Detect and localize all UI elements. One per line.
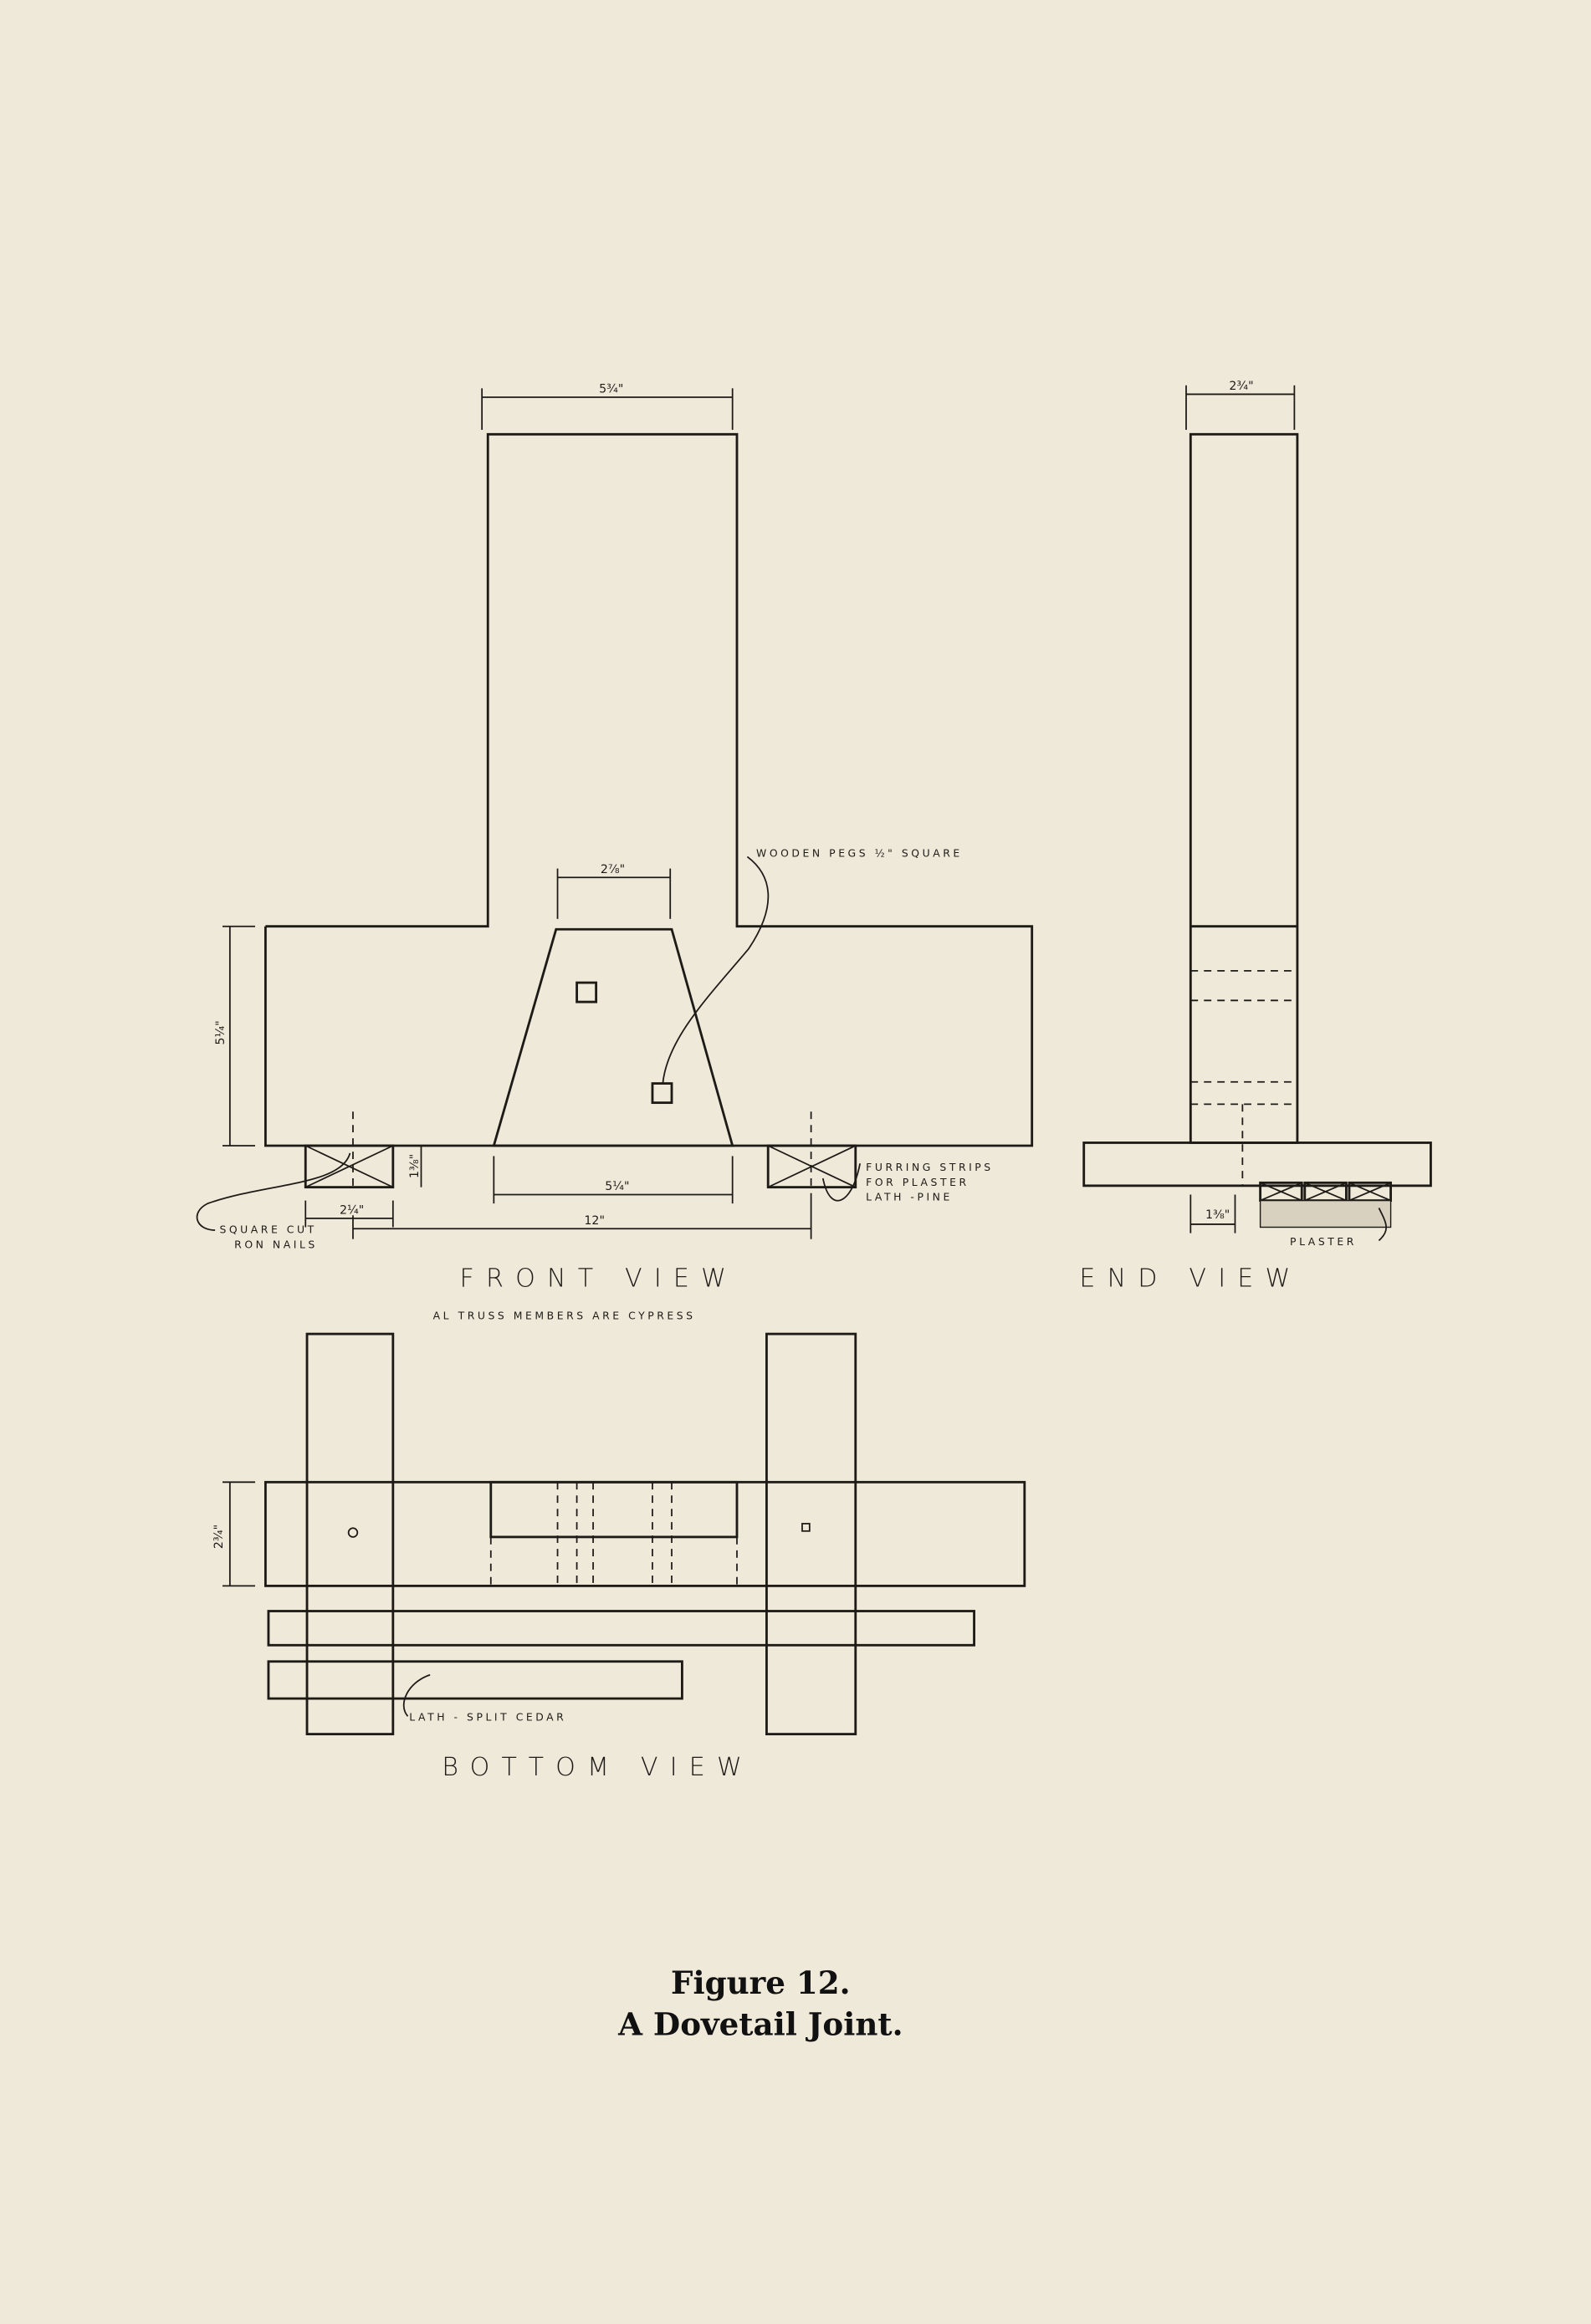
general-note: AL TRUSS MEMBERS ARE CYPRESS (433, 1309, 696, 1321)
plaster-note: PLASTER (1290, 1235, 1357, 1248)
end-post (1189, 432, 1299, 1144)
wooden-peg (576, 981, 598, 1004)
wooden-peg (651, 1082, 673, 1105)
lath-strip (267, 1660, 683, 1700)
dovetail-bottom-label: 5¼" (605, 1180, 629, 1193)
end-post-width-label: 2¾" (1229, 380, 1253, 393)
post-width-label: 5¾" (599, 383, 623, 396)
figure-title: A Dovetail Joint. (617, 2005, 903, 2042)
nails-note-2: RON NAILS (234, 1238, 318, 1250)
plaster-layer (1259, 1199, 1392, 1228)
peg-hole (347, 1527, 359, 1538)
end-strip-height-label: 1⅜" (1205, 1208, 1230, 1222)
nails-note-1: SQUARE CUT (219, 1223, 316, 1236)
figure-number: Figure 12. (671, 1964, 851, 2001)
dovetail (492, 927, 734, 1147)
bottom-view: 2¾" LATH - SPLIT CEDAR BOTTOM VIEW (212, 1332, 1026, 1782)
lath-strip (267, 1610, 975, 1647)
bottom-view-title: BOTTOM VIEW (442, 1753, 754, 1782)
bottom-post-right (765, 1332, 857, 1736)
post-and-beam-outline (263, 432, 1034, 1147)
dovetail-outline (489, 1480, 739, 1539)
furring-note-3: LATH -PINE (866, 1191, 953, 1203)
front-view: 5¾" 2⅞" WOODEN PEGS ½" SQUARE 5¼" 1⅜" 5¼… (196, 383, 1034, 1293)
end-beam (1082, 1142, 1432, 1188)
furring-strip-left (304, 1111, 395, 1189)
lath-note: LATH - SPLIT CEDAR (409, 1711, 566, 1724)
dovetail-top-label: 2⅞" (601, 863, 625, 876)
peg-leader (662, 856, 770, 1084)
peg-hole (801, 1523, 811, 1532)
bottom-beam-width-label: 2¾" (212, 1525, 226, 1549)
beam-height-label: 5¼" (214, 1020, 228, 1045)
strip-spacing-label: 12" (584, 1214, 605, 1228)
front-view-title: FRONT VIEW (460, 1264, 738, 1293)
furring-note-2: FOR PLASTER (866, 1176, 969, 1188)
bottom-post-left (305, 1332, 395, 1736)
strip-width-label: 2¼" (340, 1204, 364, 1218)
furring-leader (821, 1163, 861, 1202)
lath-leader (402, 1673, 431, 1717)
strip-height-label: 1⅜" (408, 1154, 422, 1178)
end-view: 2¾" 1⅜" PLASTER END VIEW (1079, 380, 1432, 1293)
nails-leader (196, 1152, 351, 1231)
furring-note-1: FURRING STRIPS (866, 1161, 994, 1173)
pegs-note: WOODEN PEGS ½" SQUARE (756, 846, 963, 859)
plaster-leader (1378, 1208, 1387, 1242)
furring-strip-right (766, 1111, 857, 1189)
bottom-beam (263, 1480, 1026, 1587)
end-view-title: END VIEW (1079, 1264, 1302, 1293)
